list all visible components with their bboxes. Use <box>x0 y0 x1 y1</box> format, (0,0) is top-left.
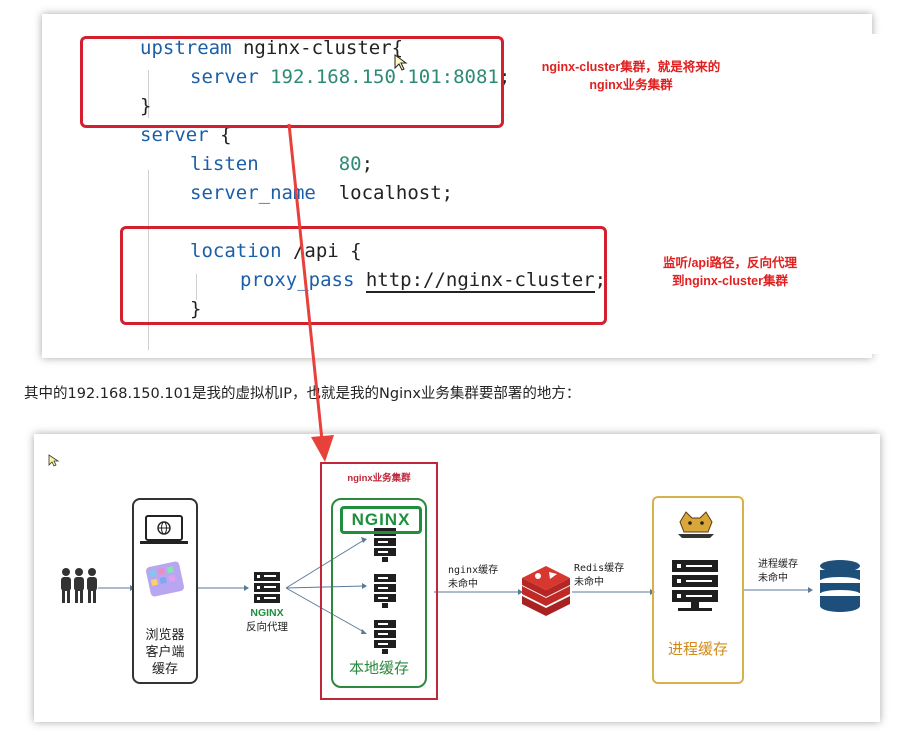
location-highlight-box <box>120 226 607 325</box>
code-line-server-name: server_name localhost; <box>190 182 454 204</box>
cursor-icon <box>394 54 408 71</box>
local-cache-label: 本地缓存 <box>348 660 409 677</box>
browser-client-box: 浏览器 客户端 缓存 <box>132 498 198 684</box>
redis-icon <box>522 566 570 616</box>
indent-guide <box>148 70 149 118</box>
users-icon <box>61 568 97 603</box>
code-screenshot: upstream nginx-cluster{ server 192.168.1… <box>42 14 896 358</box>
process-cache-label: 进程缓存 <box>667 641 728 658</box>
nginx-miss-label: nginx缓存 未命中 <box>448 565 499 590</box>
upstream-highlight-box <box>80 36 504 128</box>
redis-miss-label: Redis缓存 未命中 <box>574 563 625 588</box>
process-server-icon <box>672 560 718 611</box>
code-line-server-addr: server 192.168.150.101:8081; <box>190 66 511 88</box>
cluster-nginx-logo: NGINX <box>340 506 422 534</box>
proxy-label: 反向代理 <box>246 621 288 633</box>
laptop-icon <box>140 515 188 597</box>
proxy-server-icon <box>254 572 280 603</box>
indent-guide <box>148 170 149 350</box>
code-area: upstream nginx-cluster{ server 192.168.1… <box>102 34 896 354</box>
code-line-upstream: upstream nginx-cluster{ <box>140 37 404 59</box>
diagram-graphics <box>48 454 860 654</box>
upstream-note: nginx-cluster集群，就是将来的 nginx业务集群 <box>541 60 721 92</box>
cursor-icon <box>48 454 60 467</box>
flow-arrows <box>98 539 808 633</box>
code-line-close: } <box>140 95 152 117</box>
phone-icon <box>145 561 185 597</box>
database-icon <box>820 560 860 612</box>
process-miss-label: 进程缓存 未命中 <box>758 559 798 584</box>
indent-guide <box>196 274 197 300</box>
caption-text: 其中的192.168.150.101是我的虚拟机IP，也就是我的Nginx业务集… <box>24 386 581 402</box>
architecture-diagram: 浏览器 客户端 缓存 NGINX 反向代理 nginx业务集群 NGINX 本地… <box>34 434 880 722</box>
cluster-title: nginx业务集群 <box>347 473 411 484</box>
code-line-listen: listen 80; <box>190 153 374 175</box>
code-line-location-close: } <box>190 298 202 320</box>
local-cache-box: NGINX 本地缓存 <box>331 498 427 688</box>
proxy-nginx-logo: NGINX <box>250 607 284 619</box>
code-line-server-block: server { <box>140 124 232 146</box>
location-note: 监听/api路径，反向代理 到nginx-cluster集群 <box>662 256 798 288</box>
nginx-cluster-box: nginx业务集群 NGINX 本地缓存 <box>320 462 438 700</box>
process-cache-box: 进程缓存 <box>652 496 744 684</box>
browser-cache-label: 浏览器 客户端 缓存 <box>145 627 185 676</box>
tomcat-icon <box>678 511 714 538</box>
